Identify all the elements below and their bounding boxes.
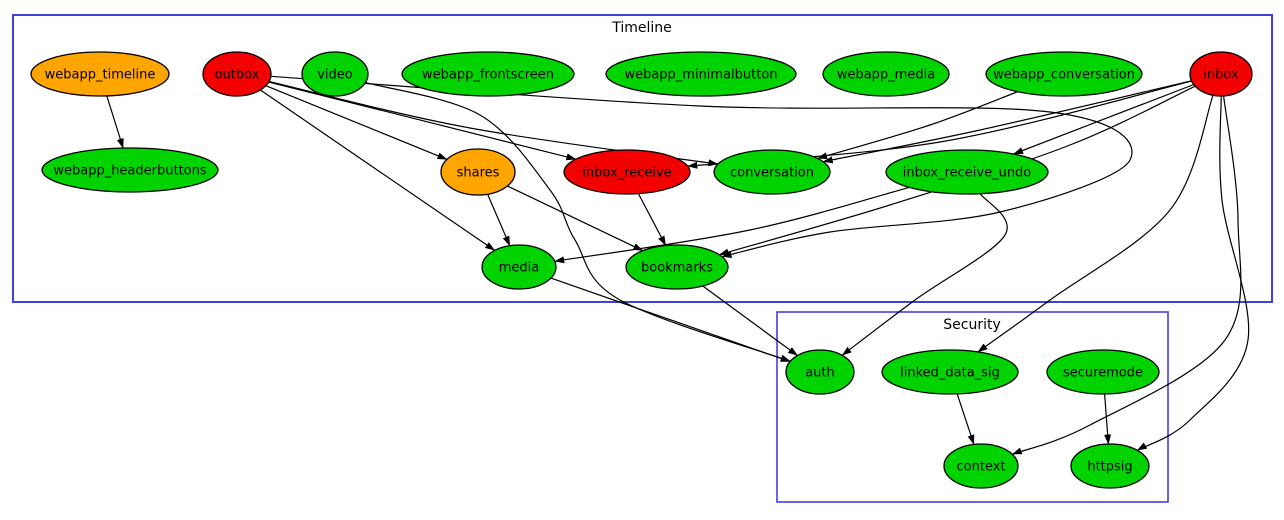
node-context: context	[943, 443, 1019, 489]
outbox-label: outbox	[215, 68, 260, 83]
linked_data_sig-label: linked_data_sig	[900, 366, 1000, 381]
httpsig-ellipse	[1070, 443, 1150, 489]
node-video: video	[301, 51, 369, 97]
media-ellipse	[481, 244, 557, 290]
node-shares: shares	[440, 148, 516, 196]
timeline-cluster-box	[12, 14, 1273, 303]
bookmarks-ellipse	[625, 244, 729, 290]
edge-inbox-context	[1011, 95, 1242, 455]
edge-inbox_receive-bookmarks	[637, 193, 667, 246]
video-label: video	[317, 68, 353, 83]
webapp_media-label: webapp_media	[837, 68, 935, 83]
edge-outbox-bookmarks	[270, 75, 1133, 258]
node-linked_data_sig: linked_data_sig	[881, 349, 1019, 395]
inbox_receive-label: inbox_receive	[582, 166, 671, 181]
edge-shares-bookmarks	[507, 185, 644, 252]
edge-linked_data_sig-context	[956, 393, 975, 445]
edge-inbox-conversation	[822, 80, 1192, 164]
inbox_receive_undo-label: inbox_receive_undo	[903, 166, 1032, 181]
webapp_headerbuttons-label: webapp_headerbuttons	[53, 164, 207, 179]
edge-outbox-media	[260, 89, 496, 251]
webapp_headerbuttons-ellipse	[41, 147, 219, 193]
edge-inbox-inbox_receive_undo	[1013, 83, 1195, 155]
webapp_timeline-ellipse	[30, 51, 170, 97]
node-webapp_media: webapp_media	[822, 51, 950, 97]
edge-inbox-linked_data_sig	[977, 95, 1214, 353]
node-securemode: securemode	[1046, 349, 1160, 395]
webapp_minimalbutton-ellipse	[605, 51, 797, 97]
node-webapp_conversation: webapp_conversation	[985, 51, 1143, 97]
webapp_minimalbutton-label: webapp_minimalbutton	[624, 68, 777, 83]
context-ellipse	[943, 443, 1019, 489]
edge-inbox_receive_undo-media	[554, 186, 910, 264]
webapp_timeline-label: webapp_timeline	[45, 68, 156, 83]
inbox_receive_undo-ellipse	[885, 149, 1049, 195]
auth-label: auth	[805, 366, 835, 381]
webapp_conversation-label: webapp_conversation	[993, 68, 1135, 83]
node-inbox_receive_undo: inbox_receive_undo	[885, 149, 1049, 195]
webapp_conversation-ellipse	[985, 51, 1143, 97]
video-ellipse	[301, 51, 369, 97]
inbox_receive-ellipse	[563, 149, 691, 195]
node-conversation: conversation	[713, 149, 831, 195]
node-httpsig: httpsig	[1070, 443, 1150, 489]
edge-outbox-shares	[265, 85, 448, 160]
edge-inbox-httpsig	[1136, 95, 1250, 451]
security-cluster-label: Security	[943, 317, 1001, 333]
httpsig-label: httpsig	[1087, 460, 1132, 475]
conversation-ellipse	[713, 149, 831, 195]
auth-ellipse	[785, 349, 855, 395]
outbox-ellipse	[202, 51, 272, 97]
edge-video-auth	[365, 82, 791, 362]
inbox-label: inbox	[1203, 68, 1239, 83]
shares-ellipse	[440, 148, 516, 196]
security-cluster-box	[776, 311, 1169, 503]
inbox-ellipse	[1189, 51, 1253, 97]
node-webapp_minimalbutton: webapp_minimalbutton	[605, 51, 797, 97]
node-webapp_timeline: webapp_timeline	[30, 51, 170, 97]
shares-label: shares	[457, 166, 500, 181]
edge-media-auth	[550, 277, 791, 363]
node-inbox_receive: inbox_receive	[563, 149, 691, 195]
node-bookmarks: bookmarks	[625, 244, 729, 290]
bookmarks-label: bookmarks	[641, 261, 713, 276]
media-label: media	[499, 261, 540, 276]
edge-shares-media	[487, 193, 511, 247]
linked_data_sig-ellipse	[881, 349, 1019, 395]
node-webapp_frontscreen: webapp_frontscreen	[401, 51, 575, 97]
context-label: context	[957, 460, 1006, 475]
node-inbox: inbox	[1189, 51, 1253, 97]
webapp_frontscreen-ellipse	[401, 51, 575, 97]
edge-bookmarks-auth	[702, 285, 798, 356]
node-auth: auth	[785, 349, 855, 395]
conversation-label: conversation	[730, 166, 814, 181]
edge-inbox_receive_undo-auth	[841, 193, 1008, 356]
node-webapp_headerbuttons: webapp_headerbuttons	[41, 147, 219, 193]
edge-webapp_timeline-webapp_headerbuttons	[106, 95, 124, 149]
node-media: media	[481, 244, 557, 290]
webapp_frontscreen-label: webapp_frontscreen	[422, 68, 554, 83]
timeline-cluster-label: Timeline	[611, 20, 672, 36]
edge-outbox-inbox_receive	[268, 81, 577, 161]
securemode-ellipse	[1046, 349, 1160, 395]
securemode-label: securemode	[1063, 366, 1143, 381]
node-outbox: outbox	[202, 51, 272, 97]
edge-securemode-httpsig	[1104, 393, 1112, 445]
edge-webapp_conversation-conversation	[817, 91, 1018, 160]
webapp_media-ellipse	[822, 51, 950, 97]
